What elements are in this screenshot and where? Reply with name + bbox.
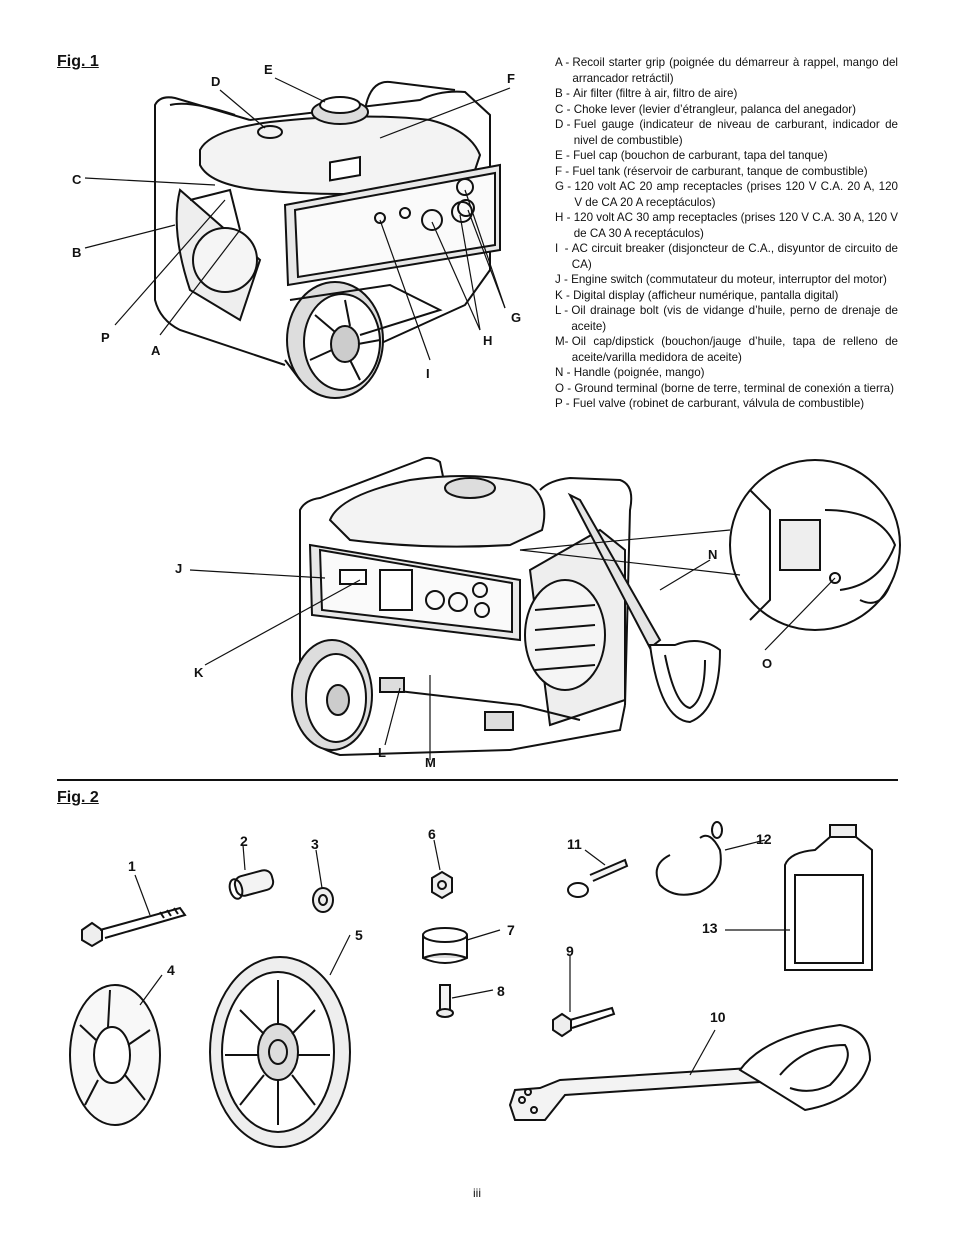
part-number-5: 5 [355, 927, 363, 943]
callout-g: G [511, 310, 522, 325]
callout-o: O [762, 656, 773, 671]
part-number-13: 13 [702, 920, 718, 936]
legend-item: L - Oil drainage bolt (vis de vidange d’… [555, 304, 898, 333]
fig1-title: Fig. 1 [57, 53, 99, 70]
page-number: iii [473, 1186, 481, 1200]
legend-item: O - Ground terminal (borne de terre, ter… [555, 381, 894, 395]
legend-item: J - Engine switch (commutateur du moteur… [555, 273, 887, 286]
legend-item: D - Fuel gauge (indicateur de niveau de … [555, 118, 898, 147]
generator-rear-illustration [280, 450, 920, 770]
part-number-6: 6 [428, 826, 436, 842]
legend-item: B - Air filter (filtre à air, filtro de … [555, 87, 738, 100]
callout-b: B [72, 245, 82, 260]
part-number-2: 2 [240, 833, 248, 849]
callout-a: A [151, 343, 161, 358]
legend-item: E - Fuel cap (bouchon de carburant, tapa… [555, 149, 828, 162]
callout-c: C [72, 172, 82, 187]
legend-item: C - Choke lever (levier d’étrangleur, pa… [555, 102, 856, 116]
part-number-4: 4 [167, 962, 175, 978]
callout-n: N [708, 547, 718, 562]
legend-item: P - Fuel valve (robinet de carburant, vá… [555, 397, 865, 410]
legend-item: I - AC circuit breaker (disjoncteur de C… [555, 242, 898, 271]
section-divider [57, 779, 898, 781]
legend-item: F - Fuel tank (réservoir de carburant, t… [555, 164, 868, 178]
legend-item: G - 120 volt AC 20 amp receptacles (pris… [555, 180, 898, 209]
callout-m: M [425, 755, 436, 770]
callout-j: J [175, 561, 183, 576]
callout-i: I [426, 366, 430, 381]
part-number-9: 9 [566, 943, 574, 959]
generator-front-illustration [60, 60, 540, 430]
callout-k: K [194, 665, 204, 680]
callout-f: F [507, 71, 515, 86]
part-number-8: 8 [497, 983, 505, 999]
parts-legend: A - Recoil starter grip (poignée du déma… [555, 55, 898, 412]
legend-item: K - Digital display (afficheur numérique… [555, 288, 839, 302]
part-number-1: 1 [128, 858, 136, 874]
legend-item: N - Handle (poignée, mango) [555, 366, 705, 379]
parts-illustration [60, 820, 890, 1190]
part-number-12: 12 [756, 831, 772, 847]
callout-d: D [211, 74, 221, 89]
callout-p: P [101, 330, 110, 345]
callout-l: L [378, 745, 386, 760]
callout-e: E [264, 62, 273, 77]
part-number-10: 10 [710, 1009, 726, 1025]
part-number-11: 11 [567, 836, 582, 852]
legend-item: A - Recoil starter grip (poignée du déma… [555, 56, 898, 85]
legend-item: M- Oil cap/dipstick (bouchon/jauge d’hui… [555, 335, 898, 364]
legend-item: H - 120 volt AC 30 amp receptacles (pris… [555, 211, 898, 240]
callout-h: H [483, 333, 493, 348]
part-number-3: 3 [311, 836, 319, 852]
part-number-7: 7 [507, 922, 515, 938]
fig2-title: Fig. 2 [57, 789, 99, 806]
